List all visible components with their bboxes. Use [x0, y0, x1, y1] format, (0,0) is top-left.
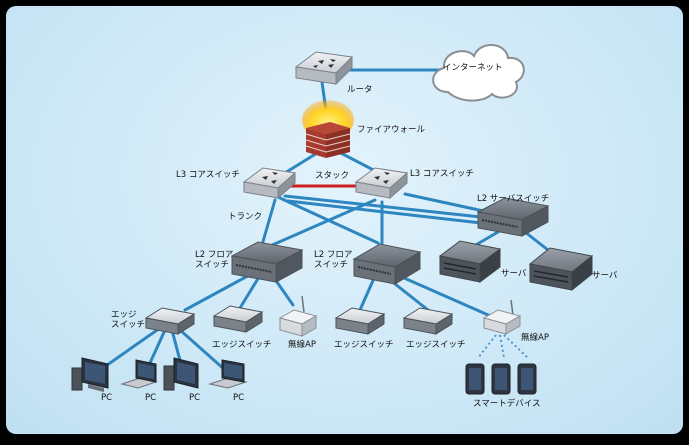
edge-switch-left-label-line1: エッジ	[111, 310, 137, 320]
diagram-background	[6, 6, 683, 434]
core-switch-left-label: L3 コアスイッチ	[176, 170, 240, 180]
link-edge-pc1	[98, 326, 162, 372]
router-icon	[294, 51, 354, 86]
floor-switch-right-label: L2 フロア スイッチ	[314, 250, 353, 271]
switch-icon	[334, 307, 386, 335]
access-point-icon	[482, 299, 522, 335]
edge-switch-left-label: エッジ スイッチ	[111, 310, 146, 331]
pc-icon	[208, 359, 248, 389]
pc3-label: PC	[189, 393, 201, 403]
link-server-switch-server-b	[523, 230, 550, 252]
link-core-left-floor-left	[260, 198, 277, 247]
floor-switch-left-label-line2: スイッチ	[195, 259, 230, 270]
link-core-left-server-switch	[283, 194, 492, 220]
switch-icon	[354, 167, 409, 200]
server-icon	[528, 247, 594, 292]
ap-right-label: 無線AP	[521, 333, 549, 343]
firewall-icon	[302, 100, 354, 158]
link-core-right-floor-left	[268, 198, 377, 248]
pc2-label: PC	[145, 393, 157, 403]
pc-icon	[71, 357, 109, 392]
switch-icon	[230, 241, 304, 283]
server-a-label: サーバ	[501, 269, 527, 279]
pc-icon	[120, 359, 158, 389]
core-switch-right-label: L3 コアスイッチ	[410, 169, 474, 179]
server-icon	[438, 240, 502, 283]
pc4-label: PC	[233, 393, 245, 403]
smart-device-icon	[491, 363, 511, 395]
access-point-icon	[278, 295, 318, 337]
trunk-label: トランク	[228, 212, 263, 222]
link-floor-left-edge-left	[183, 270, 257, 312]
link-core-right-server-switch	[403, 192, 490, 214]
edge-switch-4-label: エッジスイッチ	[406, 340, 466, 350]
cloud-icon	[432, 44, 525, 102]
switch-icon	[352, 243, 422, 285]
smart-device-icon	[465, 363, 485, 395]
link-core-left-server-switch-2	[286, 199, 492, 226]
floor-switch-left-label-line1: L2 フロア	[195, 250, 234, 260]
switch-icon	[242, 167, 297, 200]
floor-switch-right-label-line2: スイッチ	[314, 259, 349, 270]
pc-icon	[163, 357, 199, 391]
edge-switch-3-label: エッジスイッチ	[334, 340, 394, 350]
smart-devices-label: スマートデバイス	[473, 399, 541, 409]
link-server-switch-server-a	[472, 230, 500, 248]
internet-label: インターネット	[443, 63, 503, 73]
smart-device-icon	[517, 363, 537, 395]
link-floor-right-edge-3	[358, 274, 377, 312]
switch-icon	[402, 307, 454, 335]
edge-switch-2-label: エッジスイッチ	[212, 340, 272, 350]
link-edge-pc4	[178, 328, 227, 372]
switch-icon	[476, 197, 550, 237]
router-label: ルータ	[347, 85, 373, 95]
wireless-links	[477, 334, 529, 359]
ap-left-label: 無線AP	[288, 340, 316, 350]
link-floor-right-ap	[393, 272, 497, 320]
firewall-label: ファイアウォール	[357, 125, 426, 135]
floor-switch-left-label: L2 フロア スイッチ	[195, 250, 234, 271]
edge-switch-left-label-line2: スイッチ	[111, 319, 146, 330]
pc1-label: PC	[101, 393, 113, 403]
server-switch-label: L2 サーバスイッチ	[477, 194, 550, 204]
stack-label: スタック	[315, 171, 350, 181]
server-b-label: サーバ	[592, 271, 618, 281]
switch-icon	[144, 307, 196, 335]
floor-switch-right-label-line1: L2 フロア	[314, 250, 353, 260]
switch-icon	[212, 305, 264, 333]
